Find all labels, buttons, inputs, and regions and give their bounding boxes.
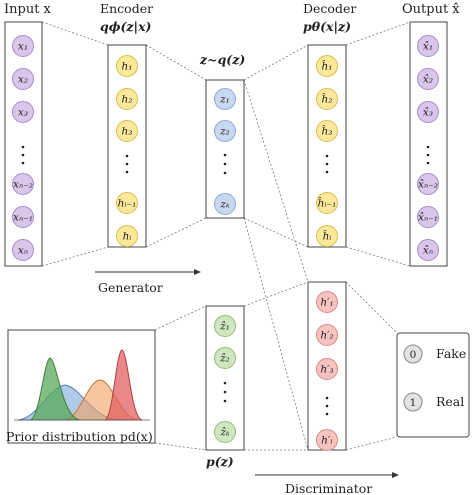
- latent-node: [214, 120, 236, 142]
- output-node-label: x̂₁: [423, 41, 433, 53]
- output-node-label: x̂ₙ₋₂: [418, 179, 438, 191]
- prior-latent-node-label: ẑₖ: [219, 426, 230, 439]
- input-label: Input x: [4, 2, 52, 17]
- encoder-node: [116, 192, 138, 214]
- discriminator-node-label: h′₂: [320, 330, 333, 342]
- output-node: [417, 35, 439, 57]
- encoder-node-label: hᵢ₋₁: [118, 198, 137, 210]
- discriminator-node-label: h′₃: [320, 364, 333, 376]
- generator-label: Generator: [98, 280, 163, 295]
- input-node-label: xₙ₋₂: [13, 179, 33, 191]
- encoder-node-label: hᵢ: [123, 231, 132, 243]
- encoder-node-label: h₁: [122, 61, 133, 73]
- latent-nodes: z₁ z₂ zₖ: [214, 88, 236, 215]
- connection-lines: [41, 21, 411, 451]
- discriminator-label: Discriminator: [285, 481, 372, 495]
- prior-distribution-label: Prior distribution pd(x): [6, 429, 153, 444]
- output-label: Output x̂: [402, 2, 460, 17]
- encoder-node-label: h₂: [122, 94, 133, 106]
- input-node: [12, 68, 34, 90]
- input-node: [12, 173, 34, 195]
- latent-node-label: z₁: [219, 94, 230, 106]
- latent-node: [214, 88, 236, 110]
- prior-latent-node: [214, 421, 236, 443]
- output-node-label: x̂ₙ₋₁: [418, 212, 438, 224]
- output-node: [417, 173, 439, 195]
- prior-latent-node: [214, 315, 236, 337]
- output-node: [417, 68, 439, 90]
- discriminator-node: [316, 291, 338, 313]
- svg-text:1: 1: [410, 397, 417, 409]
- discriminator-node: [316, 429, 338, 451]
- curve-green: [29, 357, 81, 421]
- latent-label: z~q(z): [199, 52, 245, 67]
- output-node-label: x̂ₙ: [423, 245, 433, 257]
- output-node: [417, 239, 439, 261]
- encoder-formula: qϕ(z|x): [100, 19, 152, 34]
- encoder-nodes: h₁ h₂ h₃ hᵢ₋₁ hᵢ: [116, 55, 138, 247]
- latent-node-label: zₖ: [219, 199, 230, 211]
- input-node: [12, 35, 34, 57]
- decoder-node: [316, 192, 338, 214]
- prior-latent-nodes: ẑ₁ ẑ₂ ẑₖ: [214, 315, 236, 443]
- output-node: [417, 101, 439, 123]
- prior-sample-label: p(z): [206, 454, 234, 469]
- latent-node-label: z₂: [219, 126, 230, 138]
- decoder-node-label: ĥ₂: [322, 92, 333, 106]
- decoder-formula: pθ(x|z): [303, 19, 351, 34]
- encoder-node: [116, 88, 138, 110]
- input-node-label: x₁: [18, 41, 28, 53]
- output-column: [409, 21, 448, 267]
- input-node-label: x₃: [18, 107, 28, 119]
- decoder-node: [316, 88, 338, 110]
- real-option: 1 Real: [403, 392, 464, 412]
- fake-option: 0 Fake: [403, 344, 466, 364]
- prior-distribution-curves: [14, 349, 150, 421]
- decoder-node: [316, 55, 338, 77]
- encoder-node: [116, 120, 138, 142]
- encoder-node: [116, 225, 138, 247]
- decoder-node-label: ĥᵢ₋₁: [318, 196, 337, 210]
- input-node-label: xₙ₋₁: [13, 212, 33, 224]
- decoder-label: Decoder: [303, 1, 356, 16]
- prior-latent-node: [214, 347, 236, 369]
- output-nodes: x̂₁ x̂₂ x̂₃ x̂ₙ₋₂ x̂ₙ₋₁ x̂ₙ: [417, 35, 439, 261]
- prior-distribution-box: [7, 329, 156, 444]
- output-node-label: x̂₃: [423, 107, 433, 119]
- decoder-node-label: ĥ₃: [322, 124, 333, 138]
- discriminator-node-label: h′₁: [320, 297, 333, 309]
- discriminator-node-label: h′ₗ: [321, 435, 333, 447]
- encoder-label: Encoder: [100, 1, 153, 16]
- real-label: Real: [436, 394, 464, 409]
- ellipsis-dots: [21, 145, 430, 416]
- input-node: [12, 206, 34, 228]
- discriminator-nodes: h′₁ h′₂ h′₃ h′ₗ: [316, 291, 338, 451]
- input-node: [12, 101, 34, 123]
- decoder-node: [316, 120, 338, 142]
- prior-latent-node-label: ẑ₂: [219, 352, 230, 365]
- input-node-label: x₂: [18, 74, 28, 86]
- decoder-node: [316, 225, 338, 247]
- output-node: [417, 206, 439, 228]
- output-node-label: x̂₂: [423, 74, 433, 86]
- latent-node: [214, 193, 236, 215]
- encoder-node-label: h₃: [122, 126, 133, 138]
- svg-text:0: 0: [410, 349, 417, 361]
- discriminator-node: [316, 324, 338, 346]
- fake-label: Fake: [436, 346, 466, 361]
- input-nodes: x₁ x₂ x₃ xₙ₋₂ xₙ₋₁ xₙ: [12, 35, 34, 261]
- encoder-node: [116, 55, 138, 77]
- input-node: [12, 239, 34, 261]
- input-node-label: xₙ: [18, 245, 28, 257]
- discriminator-node: [316, 358, 338, 380]
- curve-red: [104, 349, 143, 421]
- decoder-node-label: ĥᵢ: [323, 229, 332, 243]
- input-column: [4, 21, 43, 267]
- prior-latent-node-label: ẑ₁: [219, 320, 230, 333]
- decoder-nodes: ĥ₁ ĥ₂ ĥ₃ ĥᵢ₋₁ ĥᵢ: [316, 55, 338, 247]
- decoder-node-label: ĥ₁: [322, 59, 333, 73]
